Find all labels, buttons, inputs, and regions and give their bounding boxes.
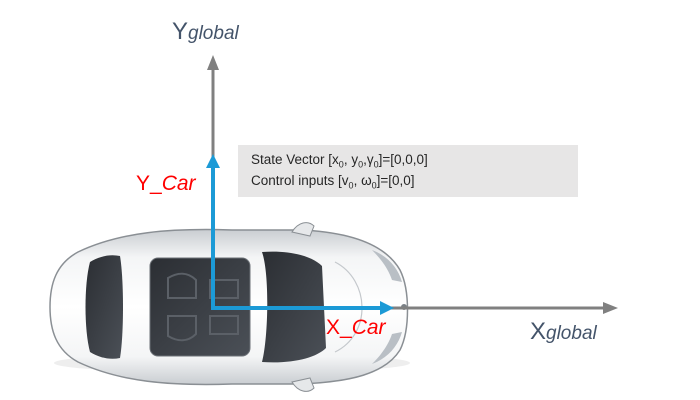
control-inputs-sub-v: 0 xyxy=(348,180,354,191)
global-y-label-sub: global xyxy=(188,23,239,44)
car-left-mirror xyxy=(291,222,315,237)
car-seats xyxy=(167,272,239,342)
global-x-label-sub: global xyxy=(546,323,597,344)
control-inputs-sub-omega: 0 xyxy=(371,180,377,191)
state-vector-prefix: State Vector [x xyxy=(251,152,339,167)
car-x-axis xyxy=(211,301,394,315)
global-x-label-main: X xyxy=(530,318,547,345)
control-inputs-prefix: Control inputs [v xyxy=(251,173,349,188)
state-vector-part-y: , y xyxy=(343,152,359,167)
car-x-label-sub: Car xyxy=(351,316,386,339)
car-rear-window xyxy=(85,255,123,359)
state-vector-sub-x: 0 xyxy=(338,159,344,170)
state-vector-value: ]=[0,0,0] xyxy=(378,152,428,167)
car-y-label-main: Y_ xyxy=(136,172,162,195)
car-x-label: X_Car xyxy=(326,316,386,340)
global-x-label: Xglobal xyxy=(530,318,597,346)
control-inputs-part-omega: , ω xyxy=(353,173,372,188)
state-vector-part-gamma: ,γ xyxy=(363,152,374,167)
state-vector-sub-gamma: 0 xyxy=(373,159,379,170)
car-y-label: Y_Car xyxy=(136,172,196,196)
car-headlight-right xyxy=(372,332,402,364)
global-y-label-main: Y xyxy=(172,18,189,45)
car-x-label-main: X_ xyxy=(326,316,352,339)
car-right-mirror xyxy=(291,377,315,392)
global-y-label: Yglobal xyxy=(172,18,239,46)
control-inputs-value: ]=[0,0] xyxy=(376,173,415,188)
state-vector-box: State Vector [x0, y0,γ0]=[0,0,0] Control… xyxy=(238,145,578,197)
control-inputs-text: Control inputs [v0, ω0]=[0,0] xyxy=(251,173,415,191)
state-vector-text: State Vector [x0, y0,γ0]=[0,0,0] xyxy=(251,152,428,170)
car-y-label-sub: Car xyxy=(161,172,196,195)
car-headlight-left xyxy=(372,250,402,282)
state-vector-sub-y: 0 xyxy=(358,159,364,170)
car-y-axis xyxy=(206,154,220,310)
